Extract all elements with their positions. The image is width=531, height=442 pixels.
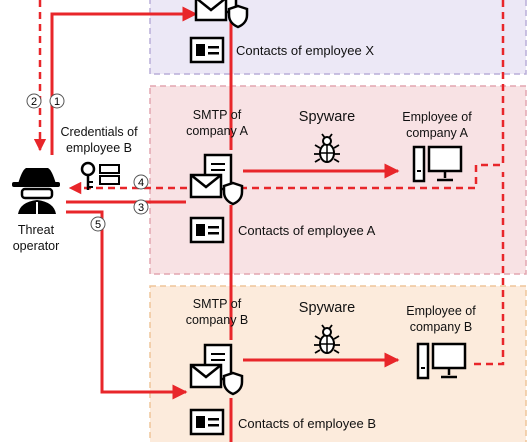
step-badge-1: 1 <box>54 96 60 108</box>
spyware-b-label: Spyware <box>299 300 355 316</box>
employee-b-line2: company B <box>410 320 473 334</box>
employee-a-line1: Employee of <box>402 110 472 124</box>
contacts-b-label: Contacts of employee B <box>238 416 376 431</box>
credentials-line1: Credentials of <box>60 125 138 139</box>
attack-paths <box>50 6 400 442</box>
step-badge-2: 2 <box>31 96 37 108</box>
smtp-b-line2: company B <box>186 313 249 327</box>
step5-path <box>66 210 188 400</box>
smtp-a-line2: company A <box>186 124 249 138</box>
contact-card-icon <box>189 216 225 244</box>
step-badge-5: 5 <box>95 219 101 231</box>
server-icon <box>99 164 120 185</box>
step-badge-4: 4 <box>138 177 144 189</box>
smtp-a-line1: SMTP of <box>193 108 242 122</box>
operator-line2: operator <box>13 239 60 253</box>
hacker-icon <box>12 168 60 214</box>
employee-a-line2: company A <box>406 126 469 140</box>
step4-path <box>68 0 505 195</box>
step-badges: 2 1 3 4 5 <box>26 93 149 232</box>
contact-card-icon <box>189 36 225 64</box>
exfil-paths <box>33 0 505 366</box>
exfil-b-path <box>474 172 505 366</box>
step-badge-3: 3 <box>138 202 144 214</box>
smtp-b-line1: SMTP of <box>193 297 242 311</box>
contacts-x-label: Contacts of employee X <box>236 43 374 58</box>
operator-line1: Threat <box>18 223 55 237</box>
key-icon <box>80 161 96 190</box>
contact-card-icon <box>189 408 225 436</box>
employee-b-line1: Employee of <box>406 304 476 318</box>
spyware-a-label: Spyware <box>299 109 355 125</box>
step1-path <box>50 6 198 155</box>
contacts-a-label: Contacts of employee A <box>238 223 376 238</box>
credentials-line2: employee B <box>66 141 132 155</box>
